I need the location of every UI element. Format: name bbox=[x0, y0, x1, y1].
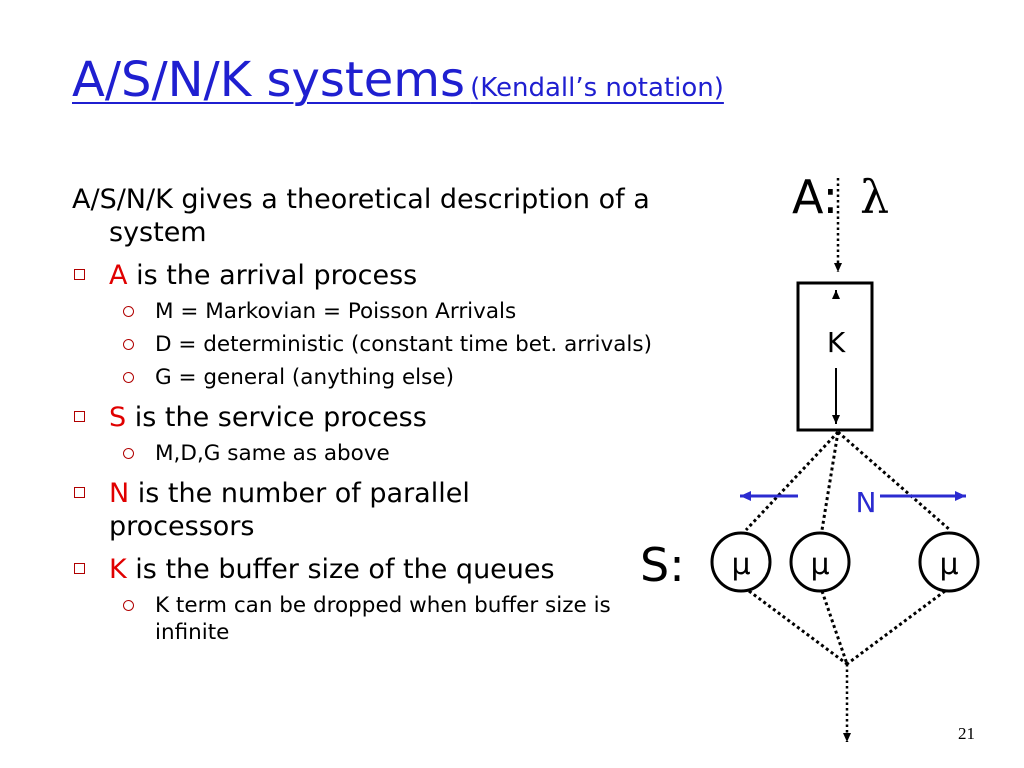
circle-bullet-icon bbox=[123, 306, 134, 317]
sub-bullet: G = general (anything else) bbox=[72, 364, 672, 391]
buffer-box bbox=[796, 281, 874, 432]
bullet-text: is the service process bbox=[126, 402, 427, 433]
sub-bullet: M = Markovian = Poisson Arrivals bbox=[72, 298, 672, 325]
slide-body: A/S/N/K gives a theoretical description … bbox=[72, 183, 672, 646]
bullet-buffer: K is the buffer size of the queues bbox=[72, 553, 672, 586]
bullet-text: is the buffer size of the queues bbox=[126, 554, 555, 585]
slide-title: A/S/N/K systems (Kendall’s notation) bbox=[72, 52, 724, 108]
square-bullet-icon bbox=[74, 411, 85, 422]
bullet-text: is the arrival process bbox=[127, 260, 418, 291]
bullet-processors: N is the number of parallel processors bbox=[72, 477, 579, 543]
intro-text: A/S/N/K gives a theoretical description … bbox=[72, 184, 650, 248]
bullet-key: N bbox=[109, 478, 130, 509]
service-label: S: bbox=[640, 538, 685, 592]
sub-bullet: K term can be dropped when buffer size i… bbox=[72, 592, 655, 646]
bullet-service: S is the service process bbox=[72, 401, 672, 434]
lambda-symbol: λ bbox=[860, 170, 889, 224]
circle-bullet-icon bbox=[123, 600, 134, 611]
title-main: A/S/N/K systems bbox=[72, 52, 465, 108]
bullet-key: S bbox=[109, 402, 127, 433]
server-circle bbox=[789, 531, 851, 593]
dispatch-lines bbox=[744, 430, 951, 532]
mu-symbol: μ bbox=[939, 547, 958, 582]
n-label: N bbox=[856, 486, 877, 519]
title-subtitle: (Kendall’s notation) bbox=[470, 73, 724, 103]
circle-bullet-icon bbox=[123, 339, 134, 350]
page-number: 21 bbox=[958, 724, 975, 743]
bullet-key: K bbox=[109, 554, 127, 585]
arrival-label: A: bbox=[792, 170, 838, 224]
sub-bullet-text: M,D,G same as above bbox=[155, 441, 390, 466]
sub-bullet-text: K term can be dropped when buffer size i… bbox=[155, 593, 611, 645]
square-bullet-icon bbox=[74, 487, 85, 498]
circle-bullet-icon bbox=[123, 448, 134, 459]
sub-bullet-text: D = deterministic (constant time bet. ar… bbox=[155, 332, 652, 357]
server-circle bbox=[918, 531, 980, 593]
sub-bullet-text: M = Markovian = Poisson Arrivals bbox=[155, 299, 517, 324]
sub-bullet: M,D,G same as above bbox=[72, 440, 672, 467]
square-bullet-icon bbox=[74, 563, 85, 574]
bullet-arrival: A is the arrival process bbox=[72, 259, 672, 292]
square-bullet-icon bbox=[74, 269, 85, 280]
bullet-text: is the number of parallel processors bbox=[109, 478, 470, 542]
bullet-key: A bbox=[109, 260, 128, 291]
circle-bullet-icon bbox=[123, 372, 134, 383]
merge-lines bbox=[748, 589, 946, 666]
mu-symbol: μ bbox=[810, 547, 829, 582]
sub-bullet: D = deterministic (constant time bet. ar… bbox=[72, 331, 672, 358]
server-circle bbox=[710, 531, 772, 593]
buffer-label: K bbox=[827, 326, 846, 359]
sub-bullet-text: G = general (anything else) bbox=[155, 365, 454, 390]
mu-symbol: μ bbox=[731, 547, 750, 582]
